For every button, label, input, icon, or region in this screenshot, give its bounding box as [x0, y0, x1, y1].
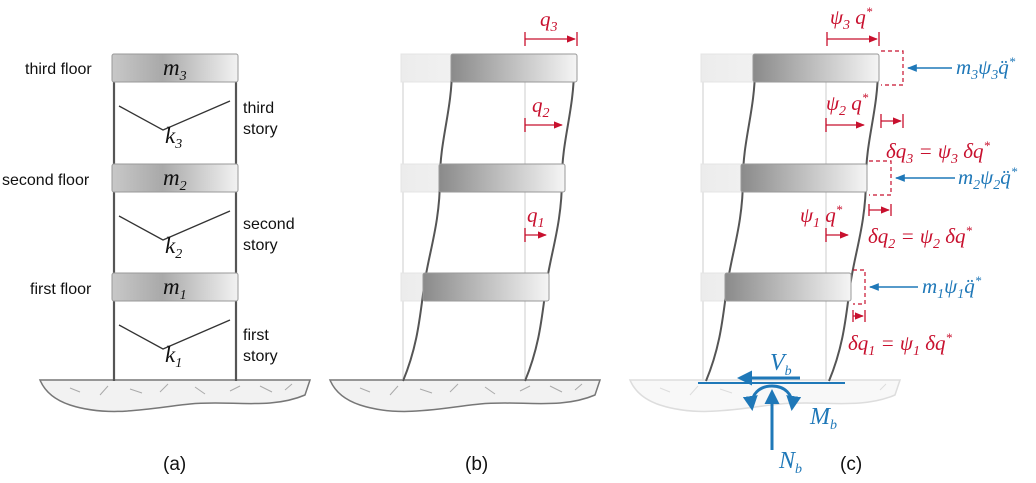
- label-q1: q1: [527, 203, 545, 231]
- spring-marks-a: [118, 100, 231, 350]
- label-inertia-1: m1ψ1q̈*: [922, 273, 982, 302]
- label-Mb: Mb: [809, 404, 837, 433]
- eq-delta-q1: δq1 = ψ1 δq*: [848, 330, 953, 359]
- eq-delta-q3: δq3 = ψ3 δq*: [886, 138, 991, 167]
- spring-k3: k3: [165, 123, 182, 152]
- spring-k1: k1: [165, 342, 182, 371]
- label-q2: q2: [532, 93, 550, 121]
- ground-c: [628, 379, 902, 413]
- base-moment-arrow: [742, 384, 802, 411]
- label-Nb: Nb: [778, 448, 802, 477]
- displacement-arrows-b: [524, 32, 578, 242]
- ground-hatch-b: [359, 383, 583, 396]
- slab-a-1: [111, 272, 239, 302]
- inertia-arrows-c: [869, 64, 955, 291]
- eq-delta-q2: δq2 = ψ2 δq*: [868, 223, 973, 252]
- mass-m1: m1: [163, 274, 187, 303]
- deformed-column-c-left: [705, 67, 756, 382]
- label-psi2-q: ψ2 q*: [826, 90, 869, 119]
- label-q3: q3: [540, 7, 558, 35]
- label-first-floor: first floor: [30, 281, 92, 298]
- deformed-column-c-right: [828, 67, 879, 382]
- slab-c-3: [752, 53, 880, 83]
- virtual-brackets-c: [853, 50, 904, 305]
- mass-m2: m2: [163, 165, 187, 194]
- caption-c: (c): [840, 454, 862, 475]
- slab-c-2: [740, 163, 868, 193]
- spring-k2: k2: [165, 233, 182, 262]
- ground-hatch-a: [69, 383, 293, 396]
- label-psi3-q: ψ3 q*: [830, 4, 873, 33]
- ground-hatch-c: [659, 383, 887, 396]
- slab-b-2: [438, 163, 566, 193]
- slab-c-1: [724, 272, 852, 302]
- ground-b: [328, 379, 602, 413]
- label-second-story: second story: [243, 216, 299, 254]
- slab-a-3: [111, 53, 239, 83]
- label-Vb: Vb: [770, 350, 792, 379]
- ground-a: [38, 379, 312, 413]
- label-inertia-3: m3ψ3q̈*: [956, 54, 1016, 83]
- caption-b: (b): [465, 454, 488, 475]
- label-third-floor: third floor: [25, 61, 92, 78]
- slab-b-3: [450, 53, 578, 83]
- caption-a: (a): [163, 454, 186, 475]
- panel-b: q3 q2 q1 (b): [328, 7, 602, 475]
- deformed-column-b-right: [524, 67, 575, 382]
- slab-b-1: [422, 272, 550, 302]
- label-second-floor: second floor: [2, 172, 90, 189]
- panel-c: ψ3 q* ψ2 q* ψ1 q* δq3 = ψ3 δq* δq2 = ψ2 …: [628, 4, 1018, 477]
- displacement-arrows-c: [825, 32, 904, 322]
- slab-a-2: [111, 163, 239, 193]
- deformed-column-b-left: [402, 67, 453, 382]
- label-inertia-2: m2ψ2q̈*: [958, 164, 1018, 193]
- label-psi1-q: ψ1 q*: [800, 202, 843, 231]
- mass-m3: m3: [163, 55, 187, 84]
- label-third-story: third story: [243, 100, 279, 138]
- panel-a: m3 m2 m1 k3 k2 k1 third floor second flo…: [2, 53, 312, 475]
- label-first-story: first story: [243, 327, 278, 365]
